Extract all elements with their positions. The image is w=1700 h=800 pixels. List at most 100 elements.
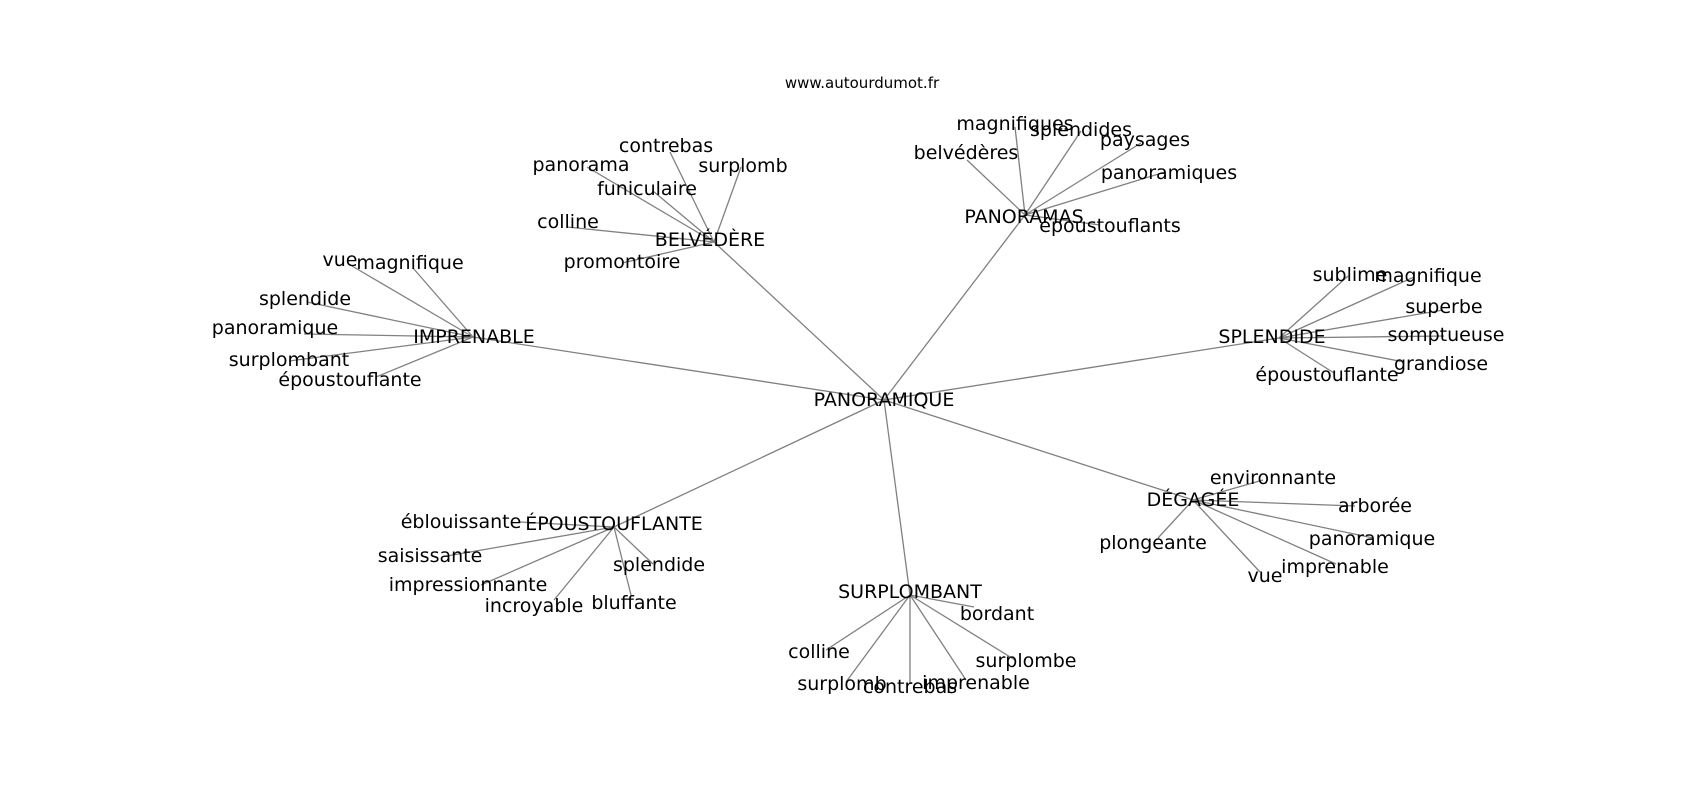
hub-node-panoramas: PANORAMAS [964, 206, 1083, 228]
hub-node-imprenable: IMPRENABLE [413, 326, 535, 348]
leaf-node-degagee-imprenable: imprenable [1281, 556, 1389, 578]
leaf-node-degagee-environnante: environnante [1210, 467, 1336, 489]
edge-belvedere-colline [566, 226, 715, 243]
hub-node-belvedere: BELVÉDÈRE [655, 228, 765, 251]
leaf-node-panoramas-magnifiques: magnifiques [956, 113, 1073, 135]
edge-center-surplombant [883, 399, 911, 596]
leaf-node-belvedere-funiculaire: funiculaire [597, 178, 697, 200]
edge-panoramas-paysages [1024, 142, 1142, 216]
edge-center-belvedere [713, 241, 885, 401]
leaf-node-imprenable-surplombant: surplombant [229, 349, 349, 371]
edge-imprenable-splendide [306, 301, 474, 338]
leaf-node-surplombant-surplombe: surplombe [976, 650, 1077, 672]
edge-center-epoustouflante [613, 399, 885, 528]
leaf-node-degagee-vue: vue [1248, 565, 1283, 587]
leaf-node-degagee-plongeante: plongeante [1099, 532, 1207, 554]
edge-panoramas-belvederes [966, 159, 1026, 216]
leaf-node-imprenable-splendide: splendide [259, 288, 351, 310]
edge-panoramas-panoramiques [1024, 171, 1166, 216]
leaf-node-belvedere-promontoire: promontoire [564, 251, 681, 273]
edge-imprenable-panoramique [303, 333, 474, 338]
leaf-node-epoustouflante-saisissante: saisissante [378, 545, 483, 567]
edge-center-panoramas [883, 214, 1026, 401]
edge-panoramas-splendides [1024, 130, 1082, 216]
hub-node-degagee: DÉGAGÉE [1147, 488, 1240, 511]
leaf-node-epoustouflante-eblouissante: éblouissante [401, 511, 522, 533]
leaf-node-splendide-magnifique: magnifique [1374, 265, 1481, 287]
leaf-node-panoramas-splendides: splendides [1030, 119, 1132, 141]
edge-surplombant-surplomb [845, 594, 911, 683]
edge-belvedere-surplomb [713, 166, 742, 243]
edge-degagee-arboree [1192, 499, 1356, 507]
leaf-node-panoramas-panoramiques: panoramiques [1101, 162, 1237, 184]
leaf-node-imprenable-magnifique: magnifique [356, 252, 463, 274]
edge-epoustouflante-incroyable [553, 526, 615, 601]
edge-surplombant-imprenable [909, 594, 967, 681]
leaf-node-panoramas-belvederes: belvédères [914, 142, 1019, 164]
leaf-node-surplombant-bordant: bordant [960, 603, 1034, 625]
hub-node-surplombant: SURPLOMBANT [838, 581, 982, 603]
edge-epoustouflante-impressionnante [480, 526, 615, 586]
leaf-node-panoramas-paysages: paysages [1100, 129, 1190, 151]
leaf-node-splendide-sublime: sublime [1313, 264, 1388, 286]
edge-degagee-panoramique [1192, 499, 1374, 539]
hub-node-splendide: SPLENDIDE [1218, 326, 1325, 348]
leaf-node-epoustouflante-impressionnante: impressionnante [389, 574, 548, 596]
edge-splendide-grandiose [1278, 337, 1405, 363]
edge-epoustouflante-saisissante [446, 526, 615, 557]
leaf-node-panoramas-epoustouflants: époustouflants [1039, 215, 1180, 237]
graph-edges [288, 126, 1445, 684]
source-label: www.autourdumot.fr [785, 74, 940, 92]
edge-center-splendide [883, 337, 1280, 401]
edge-imprenable-magnifique [412, 267, 474, 338]
edge-splendide-magnifique [1278, 276, 1415, 339]
edge-panoramas-epoustouflants [1024, 214, 1101, 226]
leaf-node-degagee-arboree: arborée [1338, 495, 1412, 517]
edge-epoustouflante-bluffante [613, 526, 632, 596]
hub-node-epoustouflante: ÉPOUSTOUFLANTE [525, 512, 703, 535]
leaf-node-imprenable-panoramique: panoramique [212, 317, 338, 339]
leaf-node-surplombant-imprenable: imprenable [922, 672, 1030, 694]
edge-surplombant-bordant [909, 594, 975, 608]
leaf-node-splendide-epoustouflante: époustouflante [1255, 364, 1398, 386]
edge-degagee-environnante [1192, 479, 1264, 501]
leaf-node-epoustouflante-incroyable: incroyable [485, 595, 584, 617]
leaf-node-belvedere-panorama: panorama [533, 154, 630, 176]
leaf-node-belvedere-contrebas: contrebas [619, 135, 713, 157]
leaf-node-imprenable-epoustouflante: époustouflante [278, 369, 421, 391]
edge-imprenable-surplombant [288, 336, 474, 362]
edge-splendide-somptueuse [1278, 335, 1445, 339]
leaf-node-epoustouflante-bluffante: bluffante [591, 592, 676, 614]
edge-imprenable-vue [351, 265, 474, 338]
edge-splendide-superbe [1278, 309, 1444, 339]
leaf-node-surplombant-contrebas: contrebas [863, 676, 957, 698]
edge-epoustouflante-eblouissante [519, 521, 615, 528]
leaf-node-belvedere-colline: colline [537, 211, 599, 233]
edge-center-degagee [883, 399, 1194, 501]
edge-belvedere-contrebas [669, 151, 715, 243]
edge-degagee-vue [1192, 499, 1261, 573]
leaf-node-degagee-panoramique: panoramique [1309, 528, 1435, 550]
edge-splendide-sublime [1278, 275, 1349, 339]
leaf-node-splendide-superbe: superbe [1405, 296, 1482, 318]
leaf-node-splendide-somptueuse: somptueuse [1388, 324, 1505, 346]
leaf-node-surplombant-colline: colline [788, 641, 850, 663]
leaf-node-surplombant-surplomb: surplomb [797, 673, 886, 695]
edge-imprenable-epoustouflante [375, 336, 474, 378]
edge-belvedere-funiculaire [652, 190, 715, 243]
edge-panoramas-magnifiques [1014, 126, 1026, 216]
edge-belvedere-promontoire [621, 241, 715, 264]
edge-degagee-plongeante [1157, 499, 1194, 539]
center-node-label: PANORAMIQUE [814, 389, 955, 411]
edge-epoustouflante-splendide [613, 526, 654, 565]
leaf-node-epoustouflante-splendide: splendide [613, 554, 705, 576]
edge-splendide-epoustouflante [1278, 337, 1335, 374]
edge-surplombant-surplombe [909, 594, 1016, 661]
edge-belvedere-panorama [586, 166, 715, 243]
edge-surplombant-colline [825, 594, 911, 651]
edge-degagee-imprenable [1192, 499, 1337, 565]
leaf-node-splendide-grandiose: grandiose [1394, 353, 1488, 375]
